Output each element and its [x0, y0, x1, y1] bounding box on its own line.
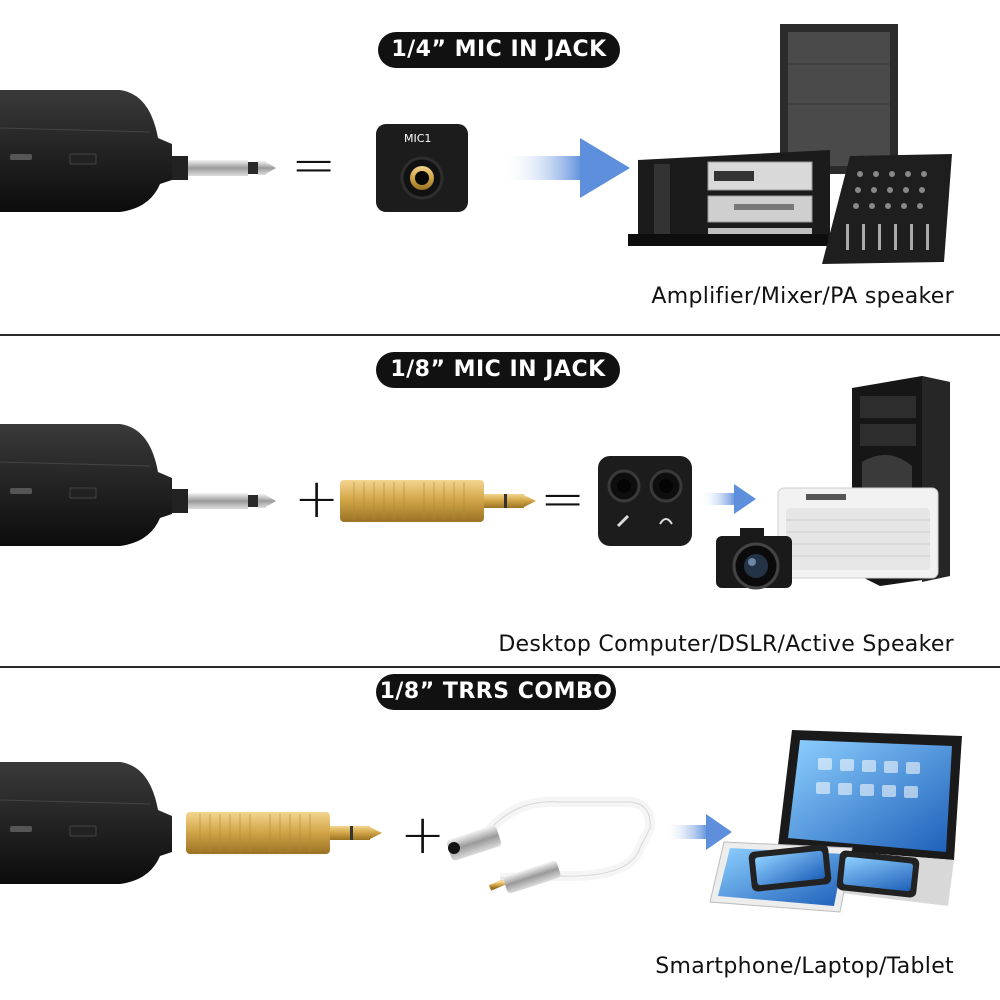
- section-eighth-inch: 1/8” MIC IN JACK + =: [0, 336, 1000, 666]
- arrow-right-icon: [664, 814, 732, 850]
- quarter-inch-plug-icon: [172, 489, 276, 513]
- section-caption: Smartphone/Laptop/Tablet: [655, 954, 954, 979]
- equals-operator: =: [540, 467, 586, 530]
- arrow-right-icon: [700, 484, 756, 514]
- section-trrs: 1/8” TRRS COMBO +: [0, 668, 1000, 1000]
- speaker-icon: [777, 487, 939, 579]
- plus-operator: +: [400, 803, 446, 866]
- arrow-right-icon: [502, 138, 630, 198]
- amplifier-mixer-icon: [628, 24, 952, 264]
- section-caption: Amplifier/Mixer/PA speaker: [651, 284, 954, 309]
- receiver-icon: [0, 762, 172, 884]
- mic-jack-label: MIC1: [404, 132, 431, 145]
- camera-icon: [716, 528, 792, 590]
- section-title-pill: 1/4” MIC IN JACK: [378, 32, 620, 68]
- receiver-icon: [0, 90, 172, 212]
- quarter-inch-plug-icon: [172, 156, 276, 180]
- mic-jack-icon: MIC1: [376, 124, 468, 212]
- receiver-icon: [0, 424, 172, 546]
- section-divider: [0, 334, 1000, 336]
- gold-adapter-icon: [340, 480, 536, 522]
- smartphone-icon: [748, 844, 920, 898]
- section-quarter-inch: 1/4” MIC IN JACK = MIC1: [0, 0, 1000, 334]
- plus-operator: +: [294, 467, 340, 530]
- trrs-cable-icon: [446, 796, 656, 894]
- section-divider: [0, 666, 1000, 668]
- section-caption: Desktop Computer/DSLR/Active Speaker: [498, 632, 954, 657]
- section-title-pill: 1/8” TRRS COMBO: [376, 674, 616, 710]
- section-title-pill: 1/8” MIC IN JACK: [376, 352, 620, 388]
- dual-jack-icon: [598, 456, 692, 546]
- equals-operator: =: [291, 133, 337, 196]
- gold-adapter-icon: [186, 812, 382, 854]
